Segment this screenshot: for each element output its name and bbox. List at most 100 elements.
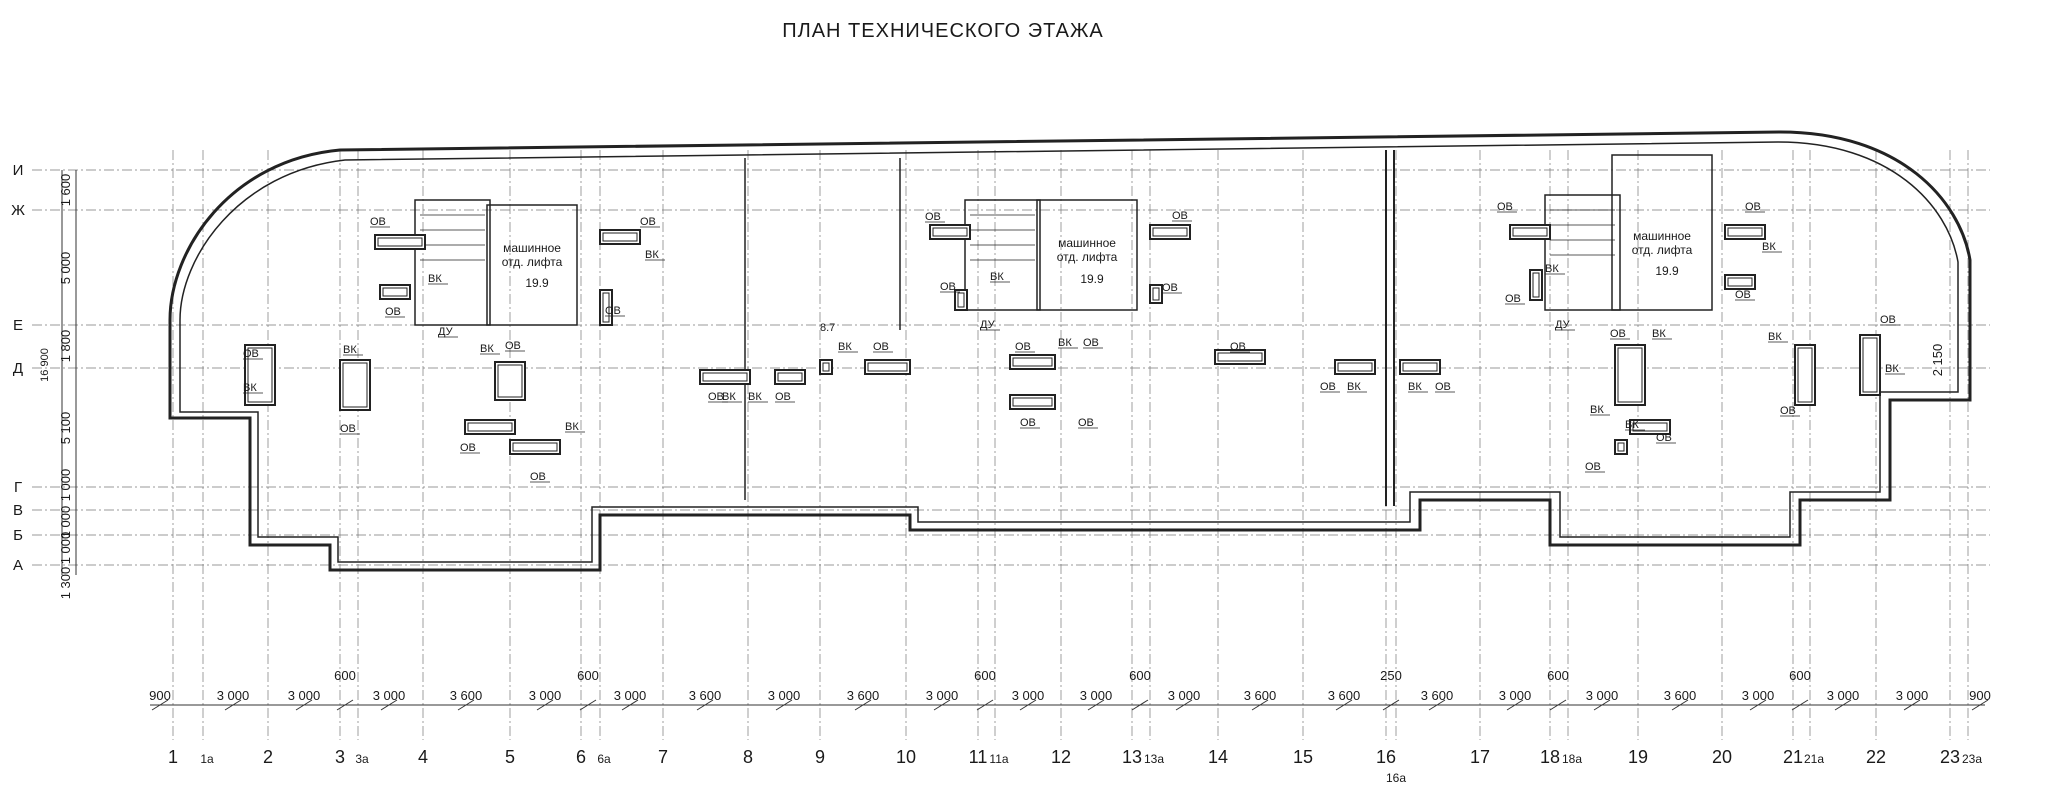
dimension-label: 600	[334, 668, 356, 683]
dimension-label-left: 1 000	[58, 506, 73, 539]
shaft-label-ov: ОВ	[370, 216, 386, 228]
shaft-symbol	[1149, 224, 1191, 240]
shaft-label-vk: ВК	[1885, 363, 1899, 375]
shaft-label-vk: ВК	[722, 391, 736, 403]
axis-label-17: 17	[1470, 747, 1490, 767]
axis-label-4: 4	[418, 747, 428, 767]
room-1-name: машинное	[503, 241, 561, 255]
shaft-label-ov: ОВ	[1880, 314, 1896, 326]
shaft-symbol	[1009, 354, 1056, 370]
shaft-symbol	[379, 284, 411, 300]
shaft-label-ov: ОВ	[1585, 461, 1601, 473]
axis-label-И: И	[13, 162, 24, 179]
dimension-label: 3 000	[1827, 688, 1860, 703]
shaft-symbol	[1794, 344, 1816, 406]
shaft-label-du: ДУ	[980, 319, 996, 331]
shaft-symbol	[929, 224, 971, 240]
axis-label-23а: 23а	[1962, 752, 1982, 766]
shaft-symbol	[1724, 274, 1756, 290]
shaft-symbol	[494, 361, 526, 401]
shaft-label-vk: ВК	[1625, 419, 1639, 431]
plan-title: ПЛАН ТЕХНИЧЕСКОГО ЭТАЖА	[782, 20, 1104, 42]
room-1-area: 19.9	[525, 276, 549, 290]
shaft-label-vk: ВК	[428, 273, 442, 285]
axis-label-22: 22	[1866, 747, 1886, 767]
axis-label-16: 16	[1376, 747, 1396, 767]
axis-label-21а: 21а	[1804, 752, 1824, 766]
shaft-symbol	[1334, 359, 1376, 375]
axis-label-10: 10	[896, 747, 916, 767]
room-2-area: 19.9	[1080, 272, 1104, 286]
dimension-label-left: 1 000	[58, 469, 73, 502]
dimension-label: 3 600	[1328, 688, 1361, 703]
shaft-label-ov: ОВ	[1497, 201, 1513, 213]
shaft-symbol	[509, 439, 561, 455]
axis-label-7: 7	[658, 747, 668, 767]
axis-label-20: 20	[1712, 747, 1732, 767]
dimension-label: 600	[974, 668, 996, 683]
dimension-label: 600	[1129, 668, 1151, 683]
dimension-label: 3 600	[1244, 688, 1277, 703]
dimension-label-left: 16 900	[39, 348, 51, 382]
stair-core	[1544, 194, 1621, 311]
dimension-label: 3 000	[217, 688, 250, 703]
axis-label-Б: Б	[13, 527, 23, 544]
axis-label-1а: 1а	[200, 752, 214, 766]
axis-label-5: 5	[505, 747, 515, 767]
room-3-area: 19.9	[1655, 264, 1679, 278]
shaft-symbol	[699, 369, 751, 385]
dimension-label: 600	[577, 668, 599, 683]
shaft-label-vk: ВК	[480, 343, 494, 355]
dimension-label-left: 1 000	[58, 532, 73, 565]
axis-label-3: 3	[335, 747, 345, 767]
shaft-label-vk: ВК	[748, 391, 762, 403]
dimension-label: 3 000	[373, 688, 406, 703]
dimension-label: 250	[1380, 668, 1402, 683]
shaft-label-ov: ОВ	[530, 471, 546, 483]
lift-machine-room	[486, 204, 578, 326]
bottom-dimensions: 900 3 000 3 000 600 3 000 3 600 3 000 600 3 000 3…	[149, 668, 1991, 711]
room-2-sub: отд. лифта	[1057, 250, 1118, 264]
shaft-label-ov: ОВ	[243, 348, 259, 360]
axis-label-8: 8	[743, 747, 753, 767]
dimension-label: 3 000	[1168, 688, 1201, 703]
shaft-label-vk: ВК	[343, 344, 357, 356]
shaft-label-ov: ОВ	[1656, 432, 1672, 444]
shaft-symbol	[774, 369, 806, 385]
shaft-symbol	[1009, 394, 1056, 410]
shaft-label-ov: ОВ	[1780, 405, 1796, 417]
shaft-label-ov: ОВ	[1020, 417, 1036, 429]
dimension-label: 3 600	[1421, 688, 1454, 703]
shaft-label-ov: ОВ	[708, 391, 724, 403]
shaft-label-ov: ОВ	[1162, 282, 1178, 294]
shaft-label-ov: ОВ	[1172, 210, 1188, 222]
shaft-label-ov: ОВ	[1015, 341, 1031, 353]
stair-core	[964, 199, 1041, 311]
shaft-label-ov: ОВ	[775, 391, 791, 403]
shaft-label-ov: ОВ	[925, 211, 941, 223]
shaft-symbol	[244, 344, 276, 406]
shaft-label-ov: ОВ	[1505, 293, 1521, 305]
shaft-label-vk: ВК	[1545, 263, 1559, 275]
dimension-label: 600	[1547, 668, 1569, 683]
dimension-label: 3 600	[847, 688, 880, 703]
axis-label-2: 2	[263, 747, 273, 767]
shaft-label-vk: ВК	[565, 421, 579, 433]
dimension-label-left: 5 000	[58, 252, 73, 285]
shaft-label-vk: ВК	[838, 341, 852, 353]
shaft-label-ov: ОВ	[385, 306, 401, 318]
shaft-label-ov: ОВ	[1078, 417, 1094, 429]
dimension-label: 3 000	[1896, 688, 1929, 703]
mark-8-7: 8.7	[820, 322, 835, 334]
shaft-symbol	[1859, 334, 1881, 396]
dimension-label: 900	[1969, 688, 1991, 703]
dimension-lines	[61, 170, 1985, 706]
shaft-label-ov: ОВ	[873, 341, 889, 353]
stair-lift-cores	[414, 154, 1713, 326]
axis-label-19: 19	[1628, 747, 1648, 767]
shaft-symbol	[1399, 359, 1441, 375]
axis-label-9: 9	[815, 747, 825, 767]
dimension-label: 3 600	[450, 688, 483, 703]
axis-label-6: 6	[576, 747, 586, 767]
axis-label-11: 11	[969, 747, 988, 767]
